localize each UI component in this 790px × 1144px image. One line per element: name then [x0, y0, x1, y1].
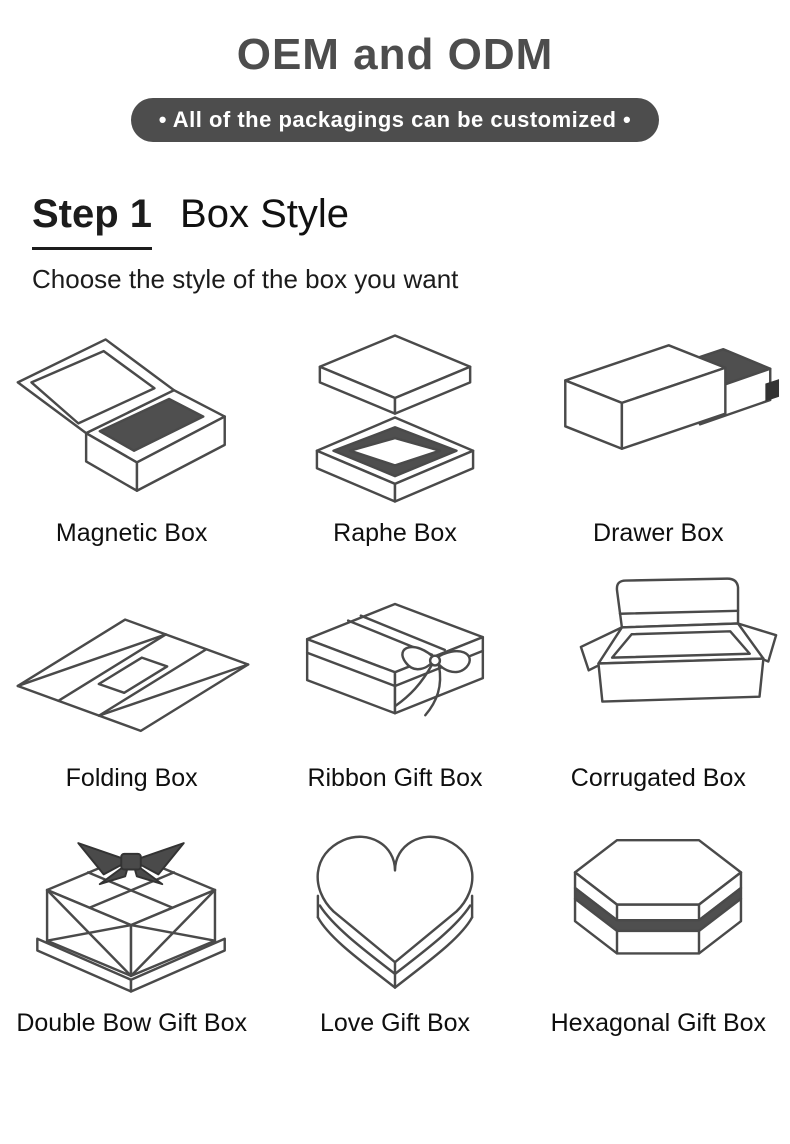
- magnetic-box-icon: [10, 321, 254, 517]
- step-title: Box Style: [180, 192, 350, 236]
- step-heading: Step 1 Box Style: [32, 192, 758, 250]
- box-style-label: Ribbon Gift Box: [307, 764, 483, 792]
- box-style-label: Magnetic Box: [55, 519, 208, 547]
- box-style-label: Double Bow Gift Box: [16, 1009, 247, 1037]
- corrugated-box-icon: [536, 566, 780, 762]
- step-1-section: Step 1 Box Style Choose the style of the…: [32, 192, 758, 295]
- box-style-card-raphe: Raphe Box: [263, 321, 526, 548]
- box-style-grid: Magnetic Box Raphe Box: [0, 321, 790, 1038]
- badge-row: • All of the packagings can be customize…: [0, 98, 790, 142]
- page-title: OEM and ODM: [236, 30, 554, 79]
- box-style-card-love: Love Gift Box: [263, 811, 526, 1038]
- box-style-card-corrugated: Corrugated Box: [527, 566, 790, 793]
- raphe-box-icon: [273, 321, 517, 517]
- box-style-label: Raphe Box: [333, 519, 457, 547]
- hexagonal-gift-box-icon: [536, 811, 780, 1007]
- box-style-card-ribbon: Ribbon Gift Box: [263, 566, 526, 793]
- box-style-label: Hexagonal Gift Box: [550, 1009, 767, 1037]
- drawer-box-icon: [536, 321, 780, 517]
- ribbon-gift-box-icon: [273, 566, 517, 762]
- step-number: Step 1: [32, 192, 153, 250]
- box-style-card-magnetic: Magnetic Box: [0, 321, 263, 548]
- box-style-card-hexagonal: Hexagonal Gift Box: [527, 811, 790, 1038]
- double-bow-gift-box-icon: [10, 811, 254, 1007]
- folding-box-icon: [10, 566, 254, 762]
- box-style-label: Drawer Box: [593, 519, 724, 547]
- love-gift-box-icon: [273, 811, 517, 1007]
- box-style-card-double-bow: Double Bow Gift Box: [0, 811, 263, 1038]
- product-customization-page: OEM and ODM • All of the packagings can …: [0, 30, 790, 1038]
- box-style-label: Folding Box: [65, 764, 198, 792]
- box-style-card-folding: Folding Box: [0, 566, 263, 793]
- box-style-card-drawer: Drawer Box: [527, 321, 790, 548]
- customization-badge: • All of the packagings can be customize…: [130, 98, 660, 142]
- box-style-label: Corrugated Box: [570, 764, 746, 792]
- step-subtitle: Choose the style of the box you want: [32, 264, 459, 294]
- box-style-label: Love Gift Box: [319, 1009, 471, 1037]
